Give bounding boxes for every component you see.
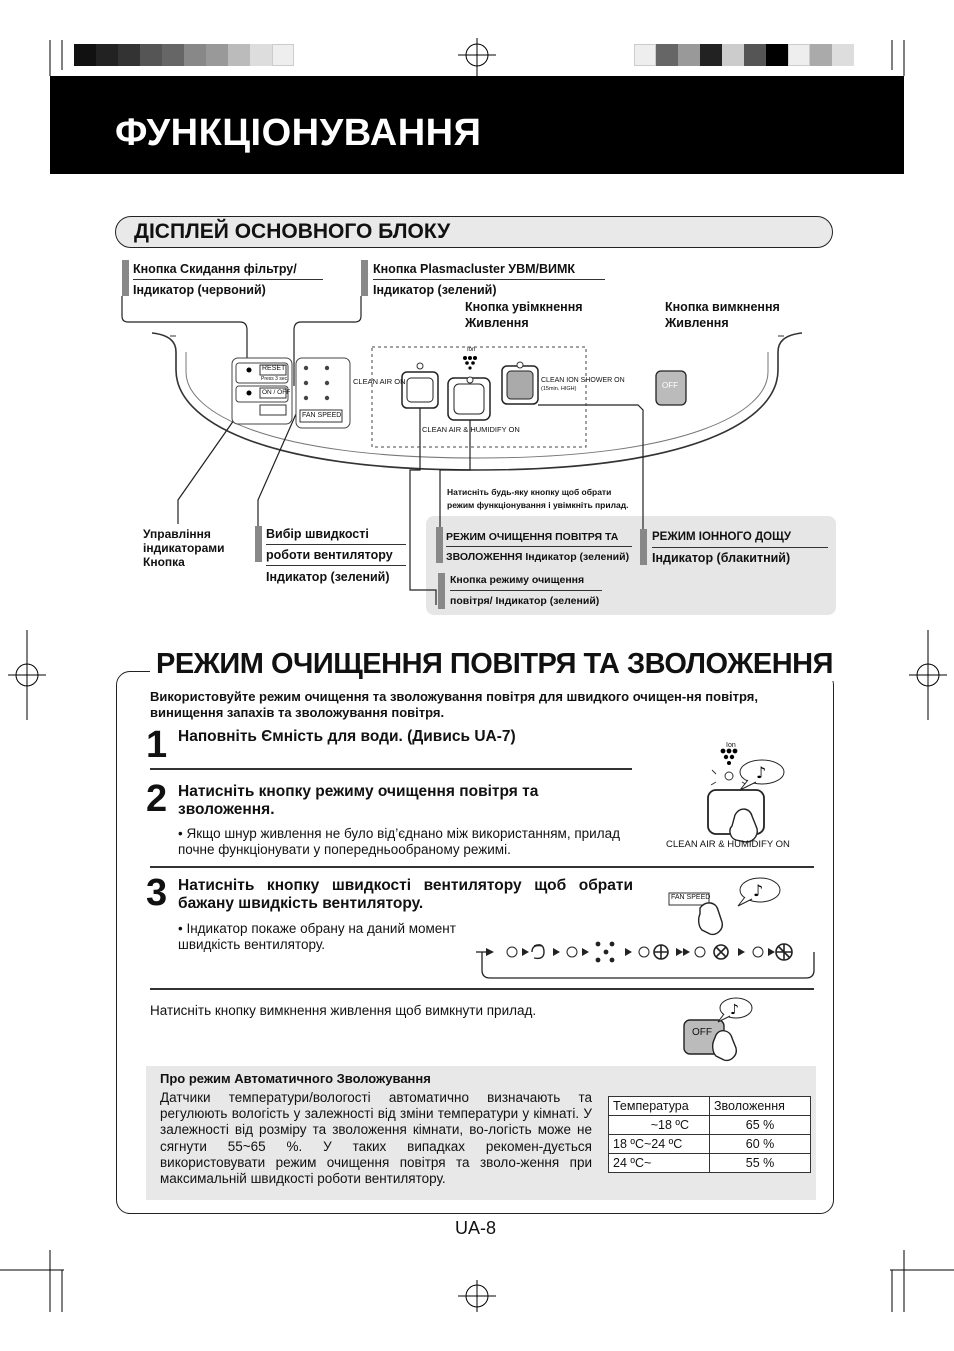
ion-label: Ion [467,347,476,353]
callout-ion-shower-line2: Індикатор (блакитний) [652,551,791,565]
callout-filter-reset-line2: Індикатор (червоний) [133,283,266,297]
callout-power-on-line2: Живлення [465,316,529,330]
svg-text:♪: ♪ [730,1002,739,1018]
step-2-text: Натисніть кнопку режиму очищення повітря… [178,783,539,818]
display-section-title: ДІСПЛЕЙ ОСНОВНОГО БЛОКУ [134,220,451,243]
callout-fan-speed-line2: роботи вентилятору [266,548,393,562]
clean-air-on-label: CLEAN AIR ON [353,377,406,386]
callout-marker [122,260,129,296]
off-button[interactable]: OFF [692,1027,712,1038]
callout-indicator-control-line3: Кнопка [143,555,185,569]
step-1-text: Наповніть Ємність для води. (Дивись UA-7… [178,728,516,745]
callout-plasmacluster-line2: Індикатор (зелений) [373,283,497,297]
auto-humidify-title: Про режим Автоматичного Зволожування [160,1071,431,1086]
on-off-button-label[interactable]: ON / OFF [262,389,291,396]
mode-indicator-panel [426,516,836,615]
step3-fan-speed-button[interactable]: FAN SPEED [671,894,711,901]
step2-caption: CLEAN AIR & HUMIDIFY ON [666,839,790,850]
callout-filter-reset-line1: Кнопка Скидання фільтру/ [133,262,297,276]
step-2-number: 2 [146,778,168,820]
callout-fan-speed-line3: Індикатор (зелений) [266,570,390,584]
off-button-label[interactable]: OFF [662,381,678,390]
callout-plasmacluster-line1: Кнопка Plasmacluster УВМ/ВИМК [373,262,576,276]
callout-power-off-line1: Кнопка вимкнення [665,300,780,314]
table-header: Температура [608,1096,710,1116]
callout-ion-shower-line1: РЕЖИМ ІОННОГО ДОЩУ [652,531,791,543]
header-bar [50,76,904,174]
ion-time-label: (15min. HIGH) [541,386,577,392]
svg-text:♪: ♪ [756,763,766,782]
press-3sec-label: Press 3 sec. [261,376,289,382]
fan-speed-button-label[interactable]: FAN SPEED [302,412,342,419]
step-3-number: 3 [146,872,168,914]
page-number: UA-8 [455,1218,497,1238]
svg-text:♪: ♪ [753,881,763,900]
table-row: 18 ºC~24 ºC 60 % [608,1134,811,1154]
callout-clean-mode-line2: повітря/ Індикатор (зелений) [450,595,600,607]
table-row: 24 ºC~ 55 % [608,1153,811,1173]
page-title: ФУНКЦІОНУВАННЯ [115,112,482,154]
callout-fan-speed-line1: Вибір швидкості [266,527,369,541]
step-3-text: Натисніть кнопку швидкості вентилятору щ… [178,877,633,912]
callout-power-off-line2: Живлення [665,316,729,330]
off-instruction: Натисніть кнопку вимкнення живлення щоб … [150,1003,537,1018]
section-heading-pill [115,216,833,248]
callout-clean-mode-line1: Кнопка режиму очищення [450,574,585,586]
step-1-number: 1 [146,724,168,766]
reset-button-label[interactable]: RESET [262,365,286,372]
callout-power-on-line1: Кнопка увімкнення [465,300,583,314]
step-2-note: • Якщо шнур живлення не було від’єднано … [178,826,620,857]
clean-air-humidify-label: CLEAN AIR & HUMIDIFY ON [422,425,520,434]
table-row: ~18 ºC 65 % [608,1115,811,1135]
table-header: Зволоження [709,1096,811,1116]
callout-indicator-control-line2: індикаторами [143,541,225,555]
humidity-table: Температура Зволоження ~18 ºC 65 % 18 ºC… [608,1096,811,1173]
callout-indicator-control-line1: Управління [143,527,211,541]
mode-intro: Використовуйте режим очищення та зволожу… [150,689,759,720]
step-3-note: • Індикатор покаже обрану на даний момен… [178,921,456,952]
press-any-line2: режим функціонування і увімкніть прилад. [447,500,629,510]
press-any-line1: Натисніть будь-яку кнопку щоб обрати [447,487,612,497]
device-display-illustration [121,296,803,605]
mode-section-title: РЕЖИМ ОЧИЩЕННЯ ПОВІТРЯ ТА ЗВОЛОЖЕННЯ [150,648,839,681]
callout-clean-humidify-line1: РЕЖИМ ОЧИЩЕННЯ ПОВІТРЯ ТА [446,531,619,543]
callout-clean-humidify-line2: ЗВОЛОЖЕННЯ Індикатор (зелений) [446,551,630,563]
callout-marker [361,260,368,296]
auto-humidify-text: Датчики температури/вологості автоматичн… [160,1090,592,1187]
step-illustrations: ♪ ♪ ♪ [476,748,815,1062]
clean-ion-shower-label: CLEAN ION SHOWER ON [541,377,625,384]
step2-ion-label: Ion [726,742,736,749]
